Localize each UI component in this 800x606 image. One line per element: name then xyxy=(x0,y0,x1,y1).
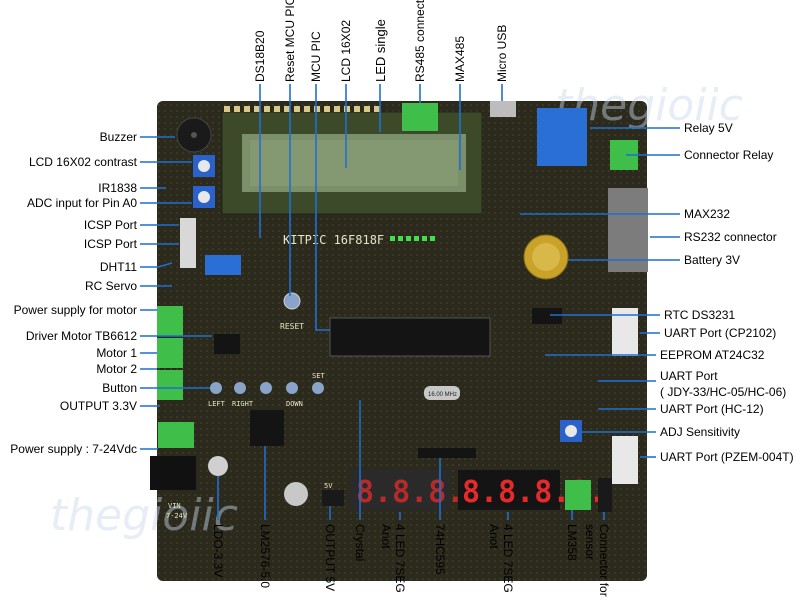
leader-lines xyxy=(140,84,680,520)
label-motor2: Motor 2 xyxy=(96,362,137,376)
mcu-pic-chip xyxy=(329,317,491,357)
board-name: KITPIC 16F818F xyxy=(283,233,384,247)
label-uart-pzem: UART Port (PZEM-004T) xyxy=(660,450,794,464)
rs232-db9 xyxy=(608,188,648,272)
label-crystal: Crystal xyxy=(353,524,367,561)
silk-button-set: SET xyxy=(312,372,325,380)
label-max232: MAX232 xyxy=(684,207,730,221)
label-relay-5v: Relay 5V xyxy=(684,121,733,135)
uart-cp2102-header xyxy=(612,308,638,356)
label-ldo: LDO-3.3V xyxy=(211,524,225,577)
ldo-3v3 xyxy=(208,456,228,476)
bottom-labels: LDO-3.3V LM2576-5.0 OUTPUT 5V Crystal 4 … xyxy=(211,524,611,597)
label-lm358: LM358 xyxy=(565,524,579,561)
silk-button-left: LEFT xyxy=(208,400,226,408)
led-single-row xyxy=(390,236,435,241)
label-tb6612: Driver Motor TB6612 xyxy=(26,329,137,343)
label-reset-mcu: Reset MCU PIC xyxy=(283,0,297,82)
motor-power-terminal xyxy=(157,306,183,336)
silk-button-down: DOWN xyxy=(286,400,303,408)
rs485-terminal xyxy=(402,103,438,131)
label-dht11: DHT11 xyxy=(100,260,137,274)
label-output-5v: OUTPUT 5V xyxy=(323,524,337,591)
reset-button xyxy=(283,292,301,310)
label-lcd-contrast: LCD 16X02 contrast xyxy=(29,155,138,169)
label-connector-for: Connector for xyxy=(597,524,611,597)
label-7seg-2: 4 LED 7SEG xyxy=(501,524,515,593)
label-micro-usb: Micro USB xyxy=(495,25,509,82)
rtc-ds3231 xyxy=(532,308,562,324)
silk-5v: 5V xyxy=(324,482,333,490)
label-anot-2: Anot xyxy=(487,524,501,549)
label-74hc595: 74HC595 xyxy=(433,524,447,575)
label-max485: MAX485 xyxy=(453,36,467,82)
label-connector-relay: Connector Relay xyxy=(684,148,773,162)
seven-seg-red-housing xyxy=(350,470,450,510)
label-buzzer: Buzzer xyxy=(100,130,137,144)
label-uart-bt: ( JDY-33/HC-05/HC-06) xyxy=(660,385,786,399)
button-row xyxy=(210,382,324,394)
lm358-area xyxy=(565,480,591,510)
lm2576-chip xyxy=(250,410,284,446)
tb6612-chip xyxy=(214,334,240,354)
label-button: Button xyxy=(102,381,137,395)
label-sensor: sensor xyxy=(583,524,597,560)
label-rtc: RTC DS3231 xyxy=(664,308,735,322)
sensor-header xyxy=(598,478,612,512)
label-uart-cp2102: UART Port (CP2102) xyxy=(664,326,776,340)
label-uart-hc12: UART Port (HC-12) xyxy=(660,402,764,416)
label-7seg-1: 4 LED 7SEG xyxy=(393,524,407,593)
label-power-supply: Power supply : 7-24Vdc xyxy=(10,442,137,456)
capacitor xyxy=(284,482,308,506)
crystal xyxy=(424,386,460,400)
label-anot-1: Anot xyxy=(379,524,393,549)
label-ir1838: IR1838 xyxy=(98,181,137,195)
watermark-bottom: thegioiic xyxy=(50,490,238,541)
label-icsp-port-1: ICSP Port xyxy=(84,218,138,232)
motor2-terminal xyxy=(157,370,183,400)
label-ds18b20: DS18B20 xyxy=(253,30,267,82)
dht11-sensor xyxy=(205,255,241,275)
hc595-chip xyxy=(418,448,476,458)
label-output-3v3: OUTPUT 3.3V xyxy=(60,399,137,413)
label-lcd16x02: LCD 16X02 xyxy=(339,20,353,82)
power-terminal xyxy=(158,422,194,448)
silk-vin: VIN xyxy=(168,502,181,510)
label-rc-servo: RC Servo xyxy=(85,279,137,293)
lcd-module xyxy=(221,106,483,215)
label-rs485: RS485 connector xyxy=(413,0,427,82)
label-adj: ADJ Sensitivity xyxy=(660,425,740,439)
label-lm2576: LM2576-5.0 xyxy=(258,524,272,588)
label-led-single: LED single xyxy=(373,19,388,82)
uart-pzem-header xyxy=(612,436,638,484)
micro-usb xyxy=(490,101,516,117)
dc-jack xyxy=(150,456,196,490)
label-rs232: RS232 connector xyxy=(684,230,777,244)
icsp-header xyxy=(180,218,196,268)
crystal-label: 16.00 MHz xyxy=(428,392,457,398)
silk-button-right: RIGHT xyxy=(232,400,254,408)
motor1-terminal xyxy=(157,338,183,368)
silk-reset: RESET xyxy=(280,322,304,331)
top-labels: DS18B20 Reset MCU PIC MCU PIC LCD 16X02 … xyxy=(253,0,509,82)
label-eeprom: EEPROM AT24C32 xyxy=(660,348,765,362)
label-uart-port: UART Port xyxy=(660,369,718,383)
silk-voltage: 7-24V xyxy=(166,512,188,520)
left-labels: Buzzer LCD 16X02 contrast IR1838 ADC inp… xyxy=(10,130,137,456)
output5v-header xyxy=(322,490,344,506)
label-motor1: Motor 1 xyxy=(96,346,137,360)
label-mcu-pic: MCU PIC xyxy=(309,31,323,82)
label-icsp-port-2: ICSP Port xyxy=(84,237,138,251)
label-adc-input: ADC input for Pin A0 xyxy=(27,196,137,210)
relay-5v xyxy=(537,108,587,166)
right-labels: Relay 5V Connector Relay MAX232 RS232 co… xyxy=(660,121,794,464)
seven-seg-black-housing xyxy=(458,470,560,510)
label-motor-supply: Power supply for motor xyxy=(14,303,137,317)
label-battery: Battery 3V xyxy=(684,253,740,267)
